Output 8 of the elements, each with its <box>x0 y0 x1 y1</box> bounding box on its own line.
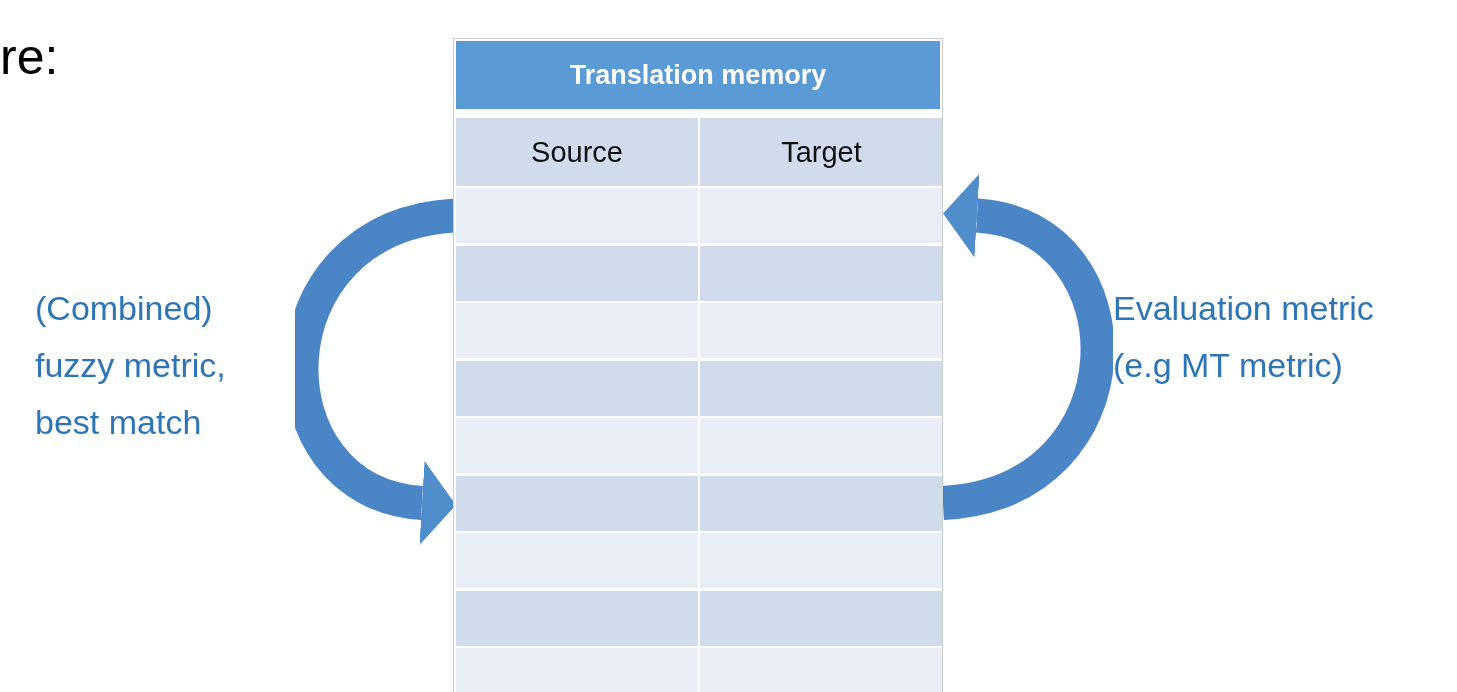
heading-text: re: <box>0 28 59 86</box>
column-header: Source <box>456 118 698 186</box>
table-header: Translation memory <box>456 41 940 109</box>
table-cell <box>700 475 942 531</box>
table <box>453 38 943 692</box>
table-cell <box>700 188 942 243</box>
column-header: Target <box>700 118 942 186</box>
table-cell <box>456 475 698 531</box>
